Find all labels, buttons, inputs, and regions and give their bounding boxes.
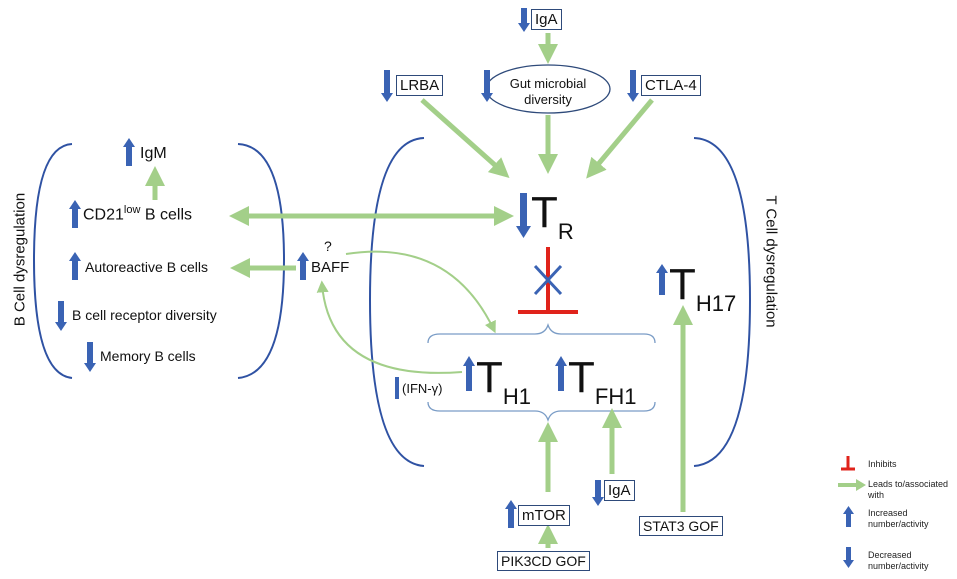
down-arrow-icon	[381, 70, 393, 102]
legend-increased: Increased number/activity	[868, 508, 929, 529]
tr-label: TR	[531, 188, 574, 244]
th17-label: TH17	[669, 260, 737, 316]
lrba-box: LRBA	[396, 75, 444, 96]
t-cell-right-bracket	[693, 137, 752, 467]
arrow-ctla4-to-tr	[586, 98, 654, 179]
down-arrow-icon	[627, 70, 639, 102]
arrow-lrba-to-tr	[420, 98, 510, 178]
up-arrow-icon	[69, 252, 81, 280]
igm-label: IgM	[140, 145, 167, 162]
pik3cd-gof-box: PIK3CD GOF	[497, 551, 590, 571]
up-arrow-icon	[555, 356, 567, 391]
top-curly-brace	[427, 322, 656, 344]
arrow-baff-to-th	[345, 250, 496, 334]
b-cell-right-bracket	[237, 143, 286, 379]
gut-diversity-label: Gut microbial diversity	[509, 76, 587, 107]
up-arrow-icon	[123, 138, 135, 166]
down-arrow-icon	[516, 193, 531, 238]
t-cell-left-bracket	[368, 137, 425, 467]
baff-label: BAFF	[311, 259, 350, 276]
up-arrow-icon	[843, 506, 854, 527]
iga-top-box: IgA	[531, 9, 562, 30]
th1-label: TH1	[476, 353, 532, 409]
baff-question-mark: ?	[324, 238, 332, 254]
memory-b-cells-label: Memory B cells	[100, 348, 196, 364]
tfh1-label: TFH1	[568, 353, 637, 409]
bottom-curly-brace	[427, 401, 656, 423]
legend-graphics	[838, 456, 866, 568]
up-arrow-icon	[69, 200, 81, 228]
down-arrow-icon	[518, 8, 530, 32]
up-arrow-icon	[505, 500, 517, 528]
ctla4-box: CTLA-4	[641, 75, 701, 96]
bcr-diversity-label: B cell receptor diversity	[72, 307, 217, 323]
legend-leads-to: Leads to/associated with	[868, 479, 949, 500]
b-cell-dysregulation-title: B Cell dysregulation	[11, 192, 29, 327]
t-cell-dysregulation-title: T Cell dysregulation	[762, 195, 780, 328]
iga-bottom-box: IgA	[604, 480, 635, 501]
down-arrow-icon	[592, 480, 604, 506]
up-arrow-icon	[463, 356, 475, 391]
level-bar-icon	[395, 377, 399, 399]
up-arrow-icon	[297, 252, 309, 280]
ifn-gamma-label: (IFN-γ)	[402, 381, 443, 396]
stat3-gof-box: STAT3 GOF	[639, 516, 723, 536]
blocked-cross-icon	[533, 264, 563, 296]
cd21-label: CD21low B cells	[83, 204, 192, 224]
arrow-th1-to-baff	[316, 280, 463, 374]
mtor-box: mTOR	[518, 505, 570, 526]
legend-inhibits: Inhibits	[868, 459, 897, 469]
down-arrow-icon	[481, 70, 493, 102]
down-arrow-icon	[843, 547, 854, 568]
down-arrow-icon	[55, 301, 67, 331]
up-arrow-icon	[656, 264, 668, 295]
down-arrow-icon	[84, 342, 96, 372]
legend-decreased: Decreased number/activity	[868, 550, 929, 571]
autoreactive-b-cells-label: Autoreactive B cells	[85, 259, 208, 275]
b-cell-left-bracket	[32, 143, 73, 379]
